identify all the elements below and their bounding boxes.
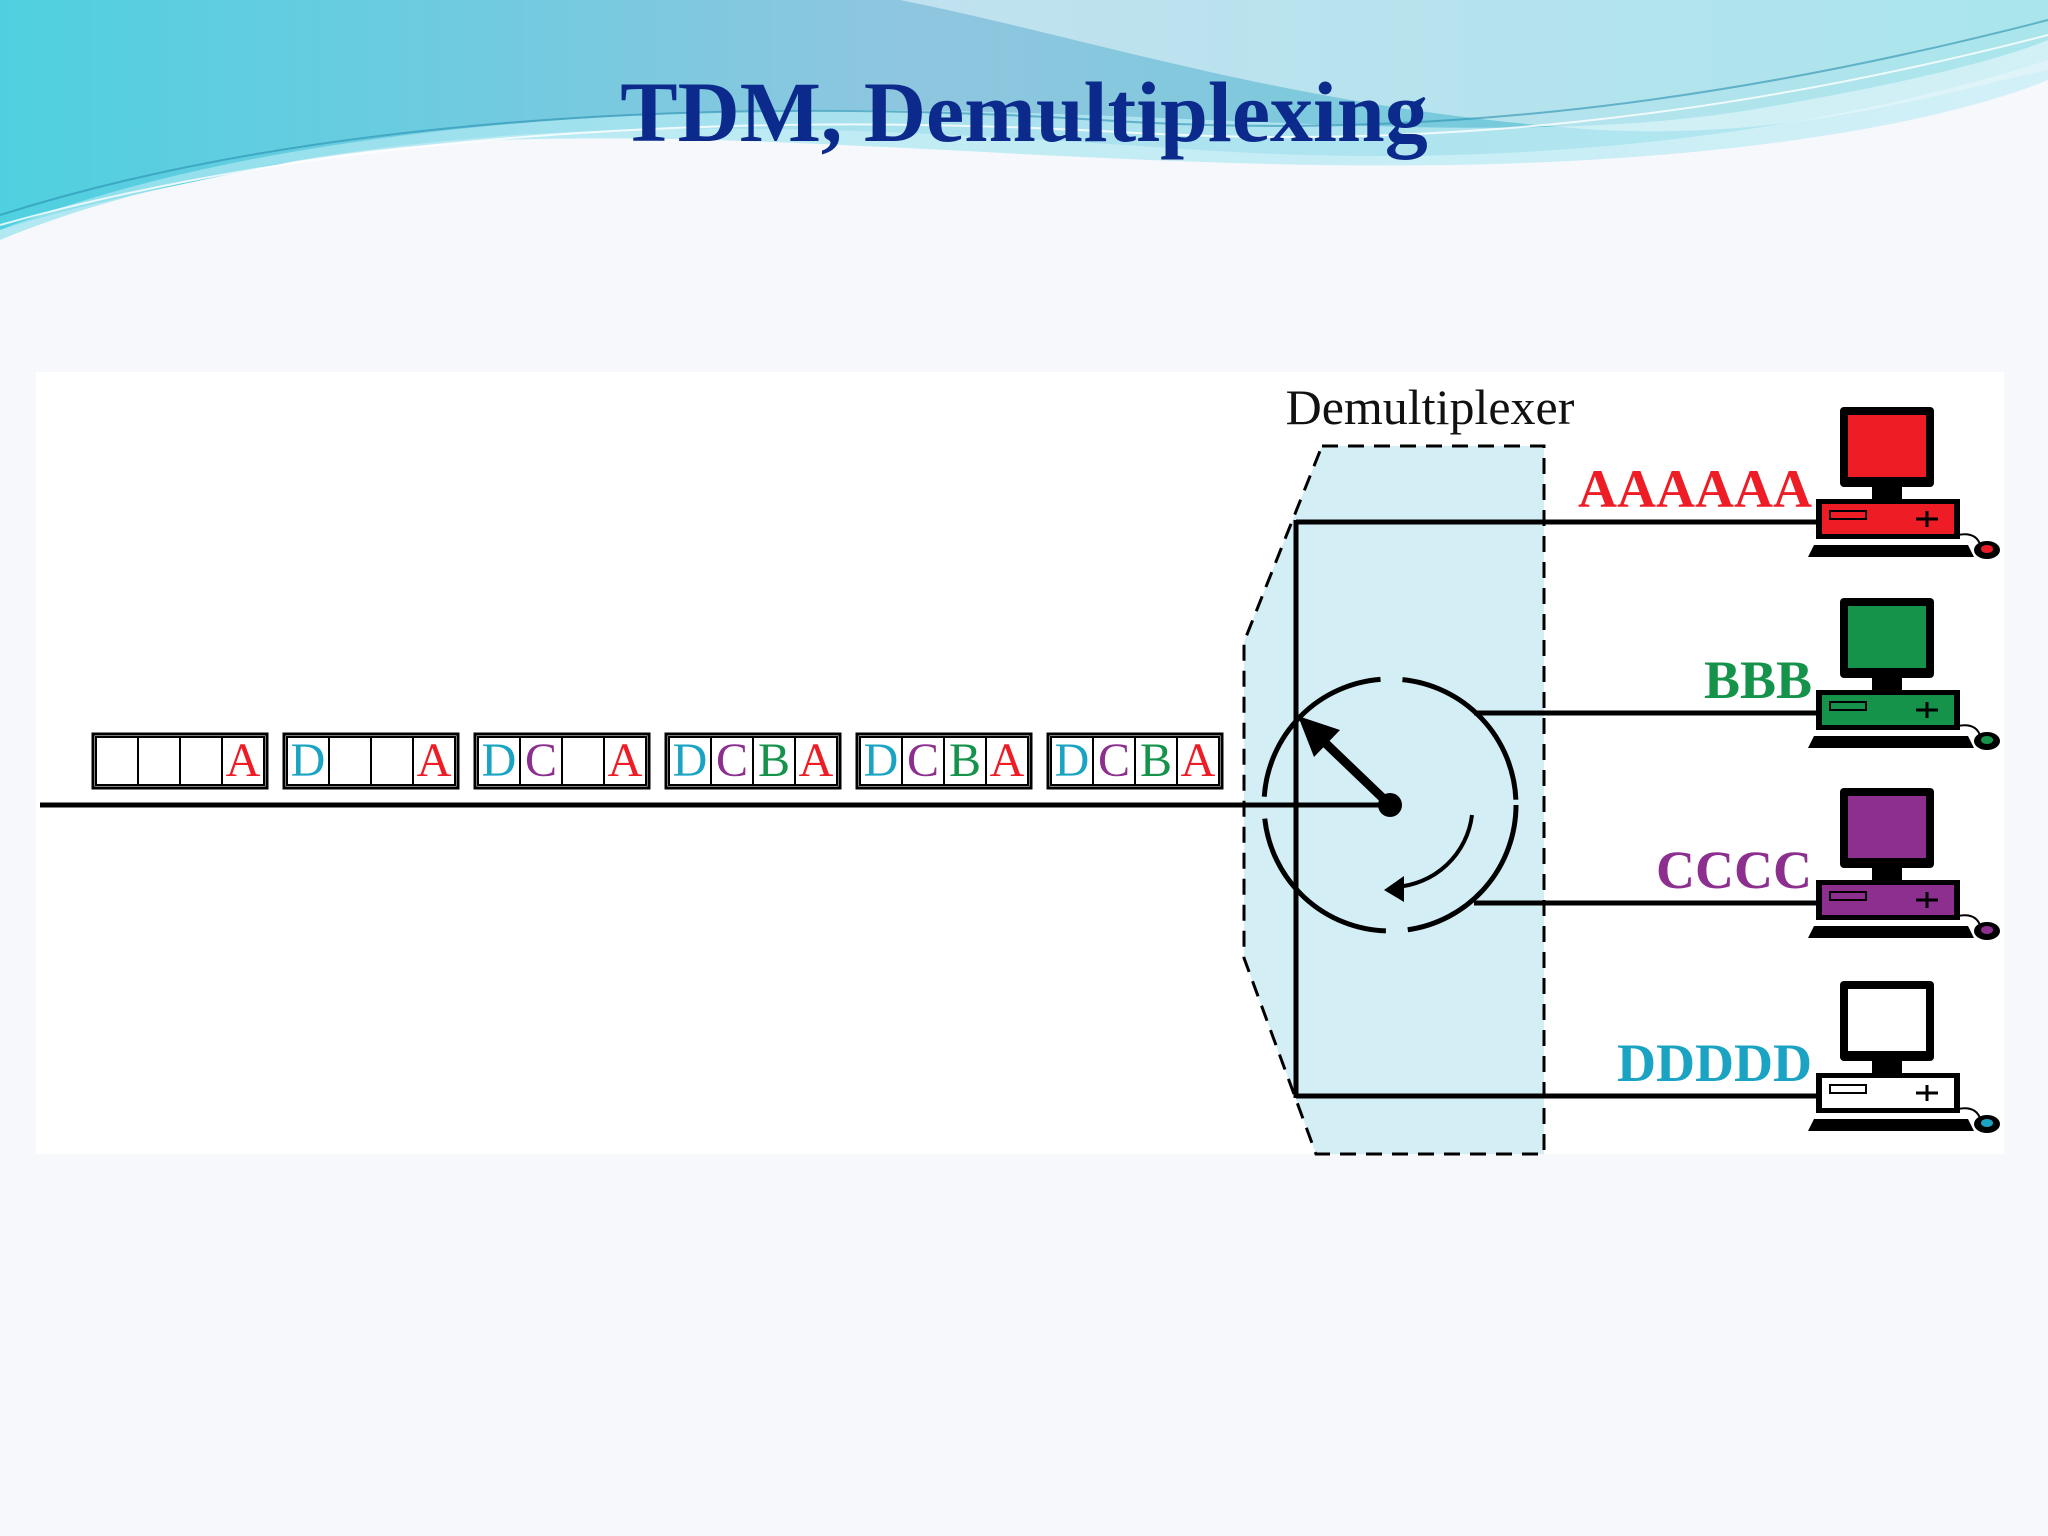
slot-label: D [1055,734,1090,787]
slot-label: B [949,734,981,787]
output-labels: AAAAAA BBB CCCC DDDDD [1578,459,1812,1093]
slot-cell [1050,736,1094,786]
slot-cell [412,736,456,786]
slot-cell [985,736,1029,786]
slot-cell [710,736,754,786]
rotation-arrow [1394,814,1474,889]
frame-1: A [91,732,269,790]
slot-cell [901,736,945,786]
computer-icon [1808,407,2000,559]
slot-cell [859,736,903,786]
slot-label: D [482,734,517,787]
slot-cell [221,736,265,786]
slot-cell [1092,736,1136,786]
slot-label: D [864,734,899,787]
slot-cell [668,736,712,786]
switch-pivot [1378,793,1402,817]
slot-label: A [1181,734,1216,787]
slot-cell [561,736,605,786]
slide-title: TDM, Demultiplexing [620,64,1428,160]
output-label-a: AAAAAA [1578,459,1812,519]
slot-label: C [716,734,748,787]
slot-label: A [799,734,834,787]
slot-cell [328,736,372,786]
rotary-switch-circle [1261,676,1519,934]
slot-label: C [1098,734,1130,787]
slot-cell [286,736,330,786]
slot-label: A [990,734,1025,787]
computer-icon [1808,981,2000,1133]
computers [1808,407,2000,1133]
slot-cell [1176,736,1220,786]
slot-label: B [758,734,790,787]
slot-cell [137,736,181,786]
slot-label: A [226,734,261,787]
slot-cell [794,736,838,786]
switch-pointer-head [1298,716,1340,757]
slot-cell [519,736,563,786]
wave-white-swoosh [900,0,2048,132]
slot-cell [603,736,647,786]
output-label-c: CCCC [1656,840,1812,900]
slot-cell [370,736,414,786]
slot-label: A [608,734,643,787]
slot-label: D [291,734,326,787]
switch-pointer [1314,732,1394,809]
slot-label: A [417,734,452,787]
slot-label: C [525,734,557,787]
output-label-d: DDDDD [1617,1033,1812,1093]
computer-icon [1808,788,2000,940]
slot-cell [477,736,521,786]
slot-label: B [1140,734,1172,787]
wave-light-band [0,40,2048,240]
slot-cell [1134,736,1178,786]
slot-cell [95,736,139,786]
slot-label: D [673,734,708,787]
header-wave-decoration [0,0,2048,240]
demultiplexer-label: Demultiplexer [1286,379,1575,435]
output-label-b: BBB [1704,650,1812,710]
computer-icon [1808,598,2000,750]
slot-label: C [907,734,939,787]
slot-cell [752,736,796,786]
slot-cell [179,736,223,786]
